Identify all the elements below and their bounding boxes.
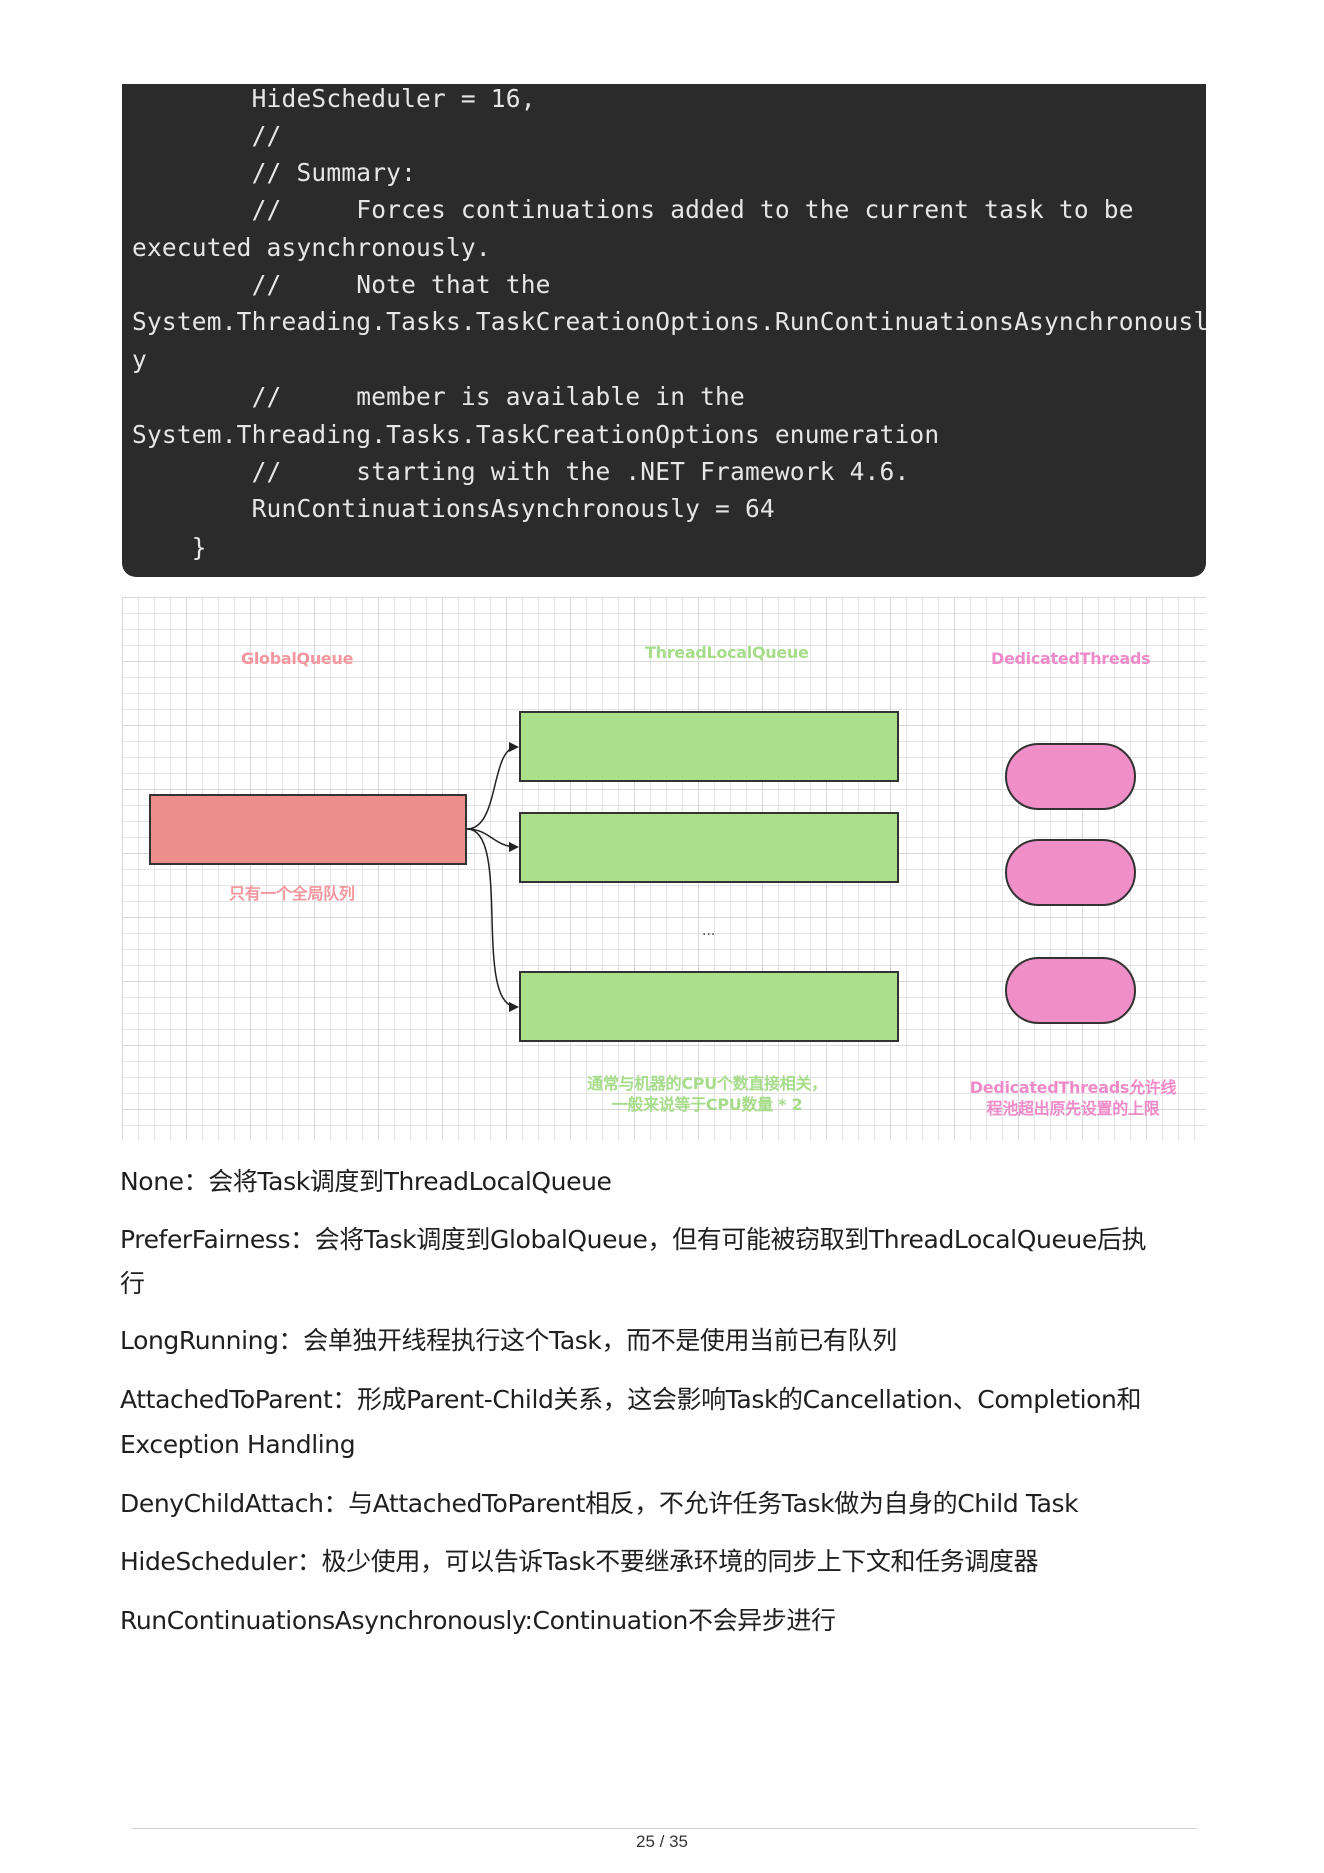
option-hide-scheduler: HideScheduler：极少使用，可以告诉Task不要继承环境的同步上下文和… [120, 1547, 1039, 1576]
code-line: // starting with the .NET Framework 4.6. [132, 457, 910, 486]
dedicated-thread-pill [1005, 957, 1136, 1024]
thread-local-note: 通常与机器的CPU个数直接相关， 一般来说等于CPU数量 * 2 [572, 1073, 842, 1115]
arrow-to-queue-3 [466, 828, 519, 1012]
thread-local-queue-box [519, 711, 899, 782]
thread-local-queue-box [519, 812, 899, 883]
option-prefer-fairness-cont: 行 [120, 1269, 145, 1298]
option-long-running: LongRunning：会单独开线程执行这个Task，而不是使用当前已有队列 [120, 1326, 897, 1355]
option-run-continuations-async: RunContinuationsAsynchronously:Continuat… [120, 1606, 836, 1635]
option-none: None：会将Task调度到ThreadLocalQueue [120, 1167, 612, 1196]
option-attached-to-parent-cont: Exception Handling [120, 1430, 356, 1459]
code-line: RunContinuationsAsynchronously = 64 [132, 494, 775, 523]
arrow-to-queue-1 [466, 742, 519, 830]
thread-local-queue-box [519, 971, 899, 1042]
connector-arrows [466, 742, 519, 1012]
dedicated-threads-note: DedicatedThreads允许线 程池超出原先设置的上限 [968, 1077, 1178, 1119]
code-line: y [132, 345, 147, 374]
thread-local-queue-title: ThreadLocalQueue [645, 643, 809, 662]
code-block: HideScheduler = 16, // // Summary: // Fo… [122, 84, 1206, 577]
code-line: System.Threading.Tasks.TaskCreationOptio… [132, 307, 1206, 336]
dedicated-thread-pill [1005, 839, 1136, 906]
code-line: // [132, 121, 282, 150]
page-number: 25 / 35 [636, 1832, 688, 1851]
dedicated-thread-pill [1005, 743, 1136, 810]
thread-local-note-line: 一般来说等于CPU数量 * 2 [611, 1095, 803, 1114]
dedicated-note-line: 程池超出原先设置的上限 [986, 1099, 1160, 1118]
ellipsis: ... [702, 923, 716, 939]
thread-local-note-line: 通常与机器的CPU个数直接相关， [587, 1074, 827, 1093]
footer-divider [132, 1828, 1197, 1829]
code-line: // member is available in the [132, 382, 745, 411]
dedicated-threads-title: DedicatedThreads [991, 649, 1151, 668]
code-line: HideScheduler = 16, [132, 84, 536, 113]
option-attached-to-parent: AttachedToParent：形成Parent-Child关系，这会影响Ta… [120, 1385, 1142, 1414]
option-deny-child-attach: DenyChildAttach：与AttachedToParent相反，不允许任… [120, 1489, 1079, 1518]
code-line: executed asynchronously. [132, 233, 491, 262]
thread-pool-diagram: GlobalQueue ThreadLocalQueue DedicatedTh… [122, 597, 1206, 1140]
code-line: // Summary: [132, 158, 417, 187]
dedicated-note-line: DedicatedThreads允许线 [969, 1078, 1177, 1097]
code-line: // Forces continuations added to the cur… [132, 195, 1134, 224]
code-line: // Note that the [132, 270, 551, 299]
code-line: System.Threading.Tasks.TaskCreationOptio… [132, 420, 940, 449]
option-prefer-fairness: PreferFairness：会将Task调度到GlobalQueue，但有可能… [120, 1225, 1147, 1254]
global-queue-title: GlobalQueue [241, 649, 354, 668]
code-line: } [132, 533, 207, 562]
global-queue-box [149, 794, 467, 865]
global-queue-note: 只有一个全局队列 [229, 884, 355, 903]
